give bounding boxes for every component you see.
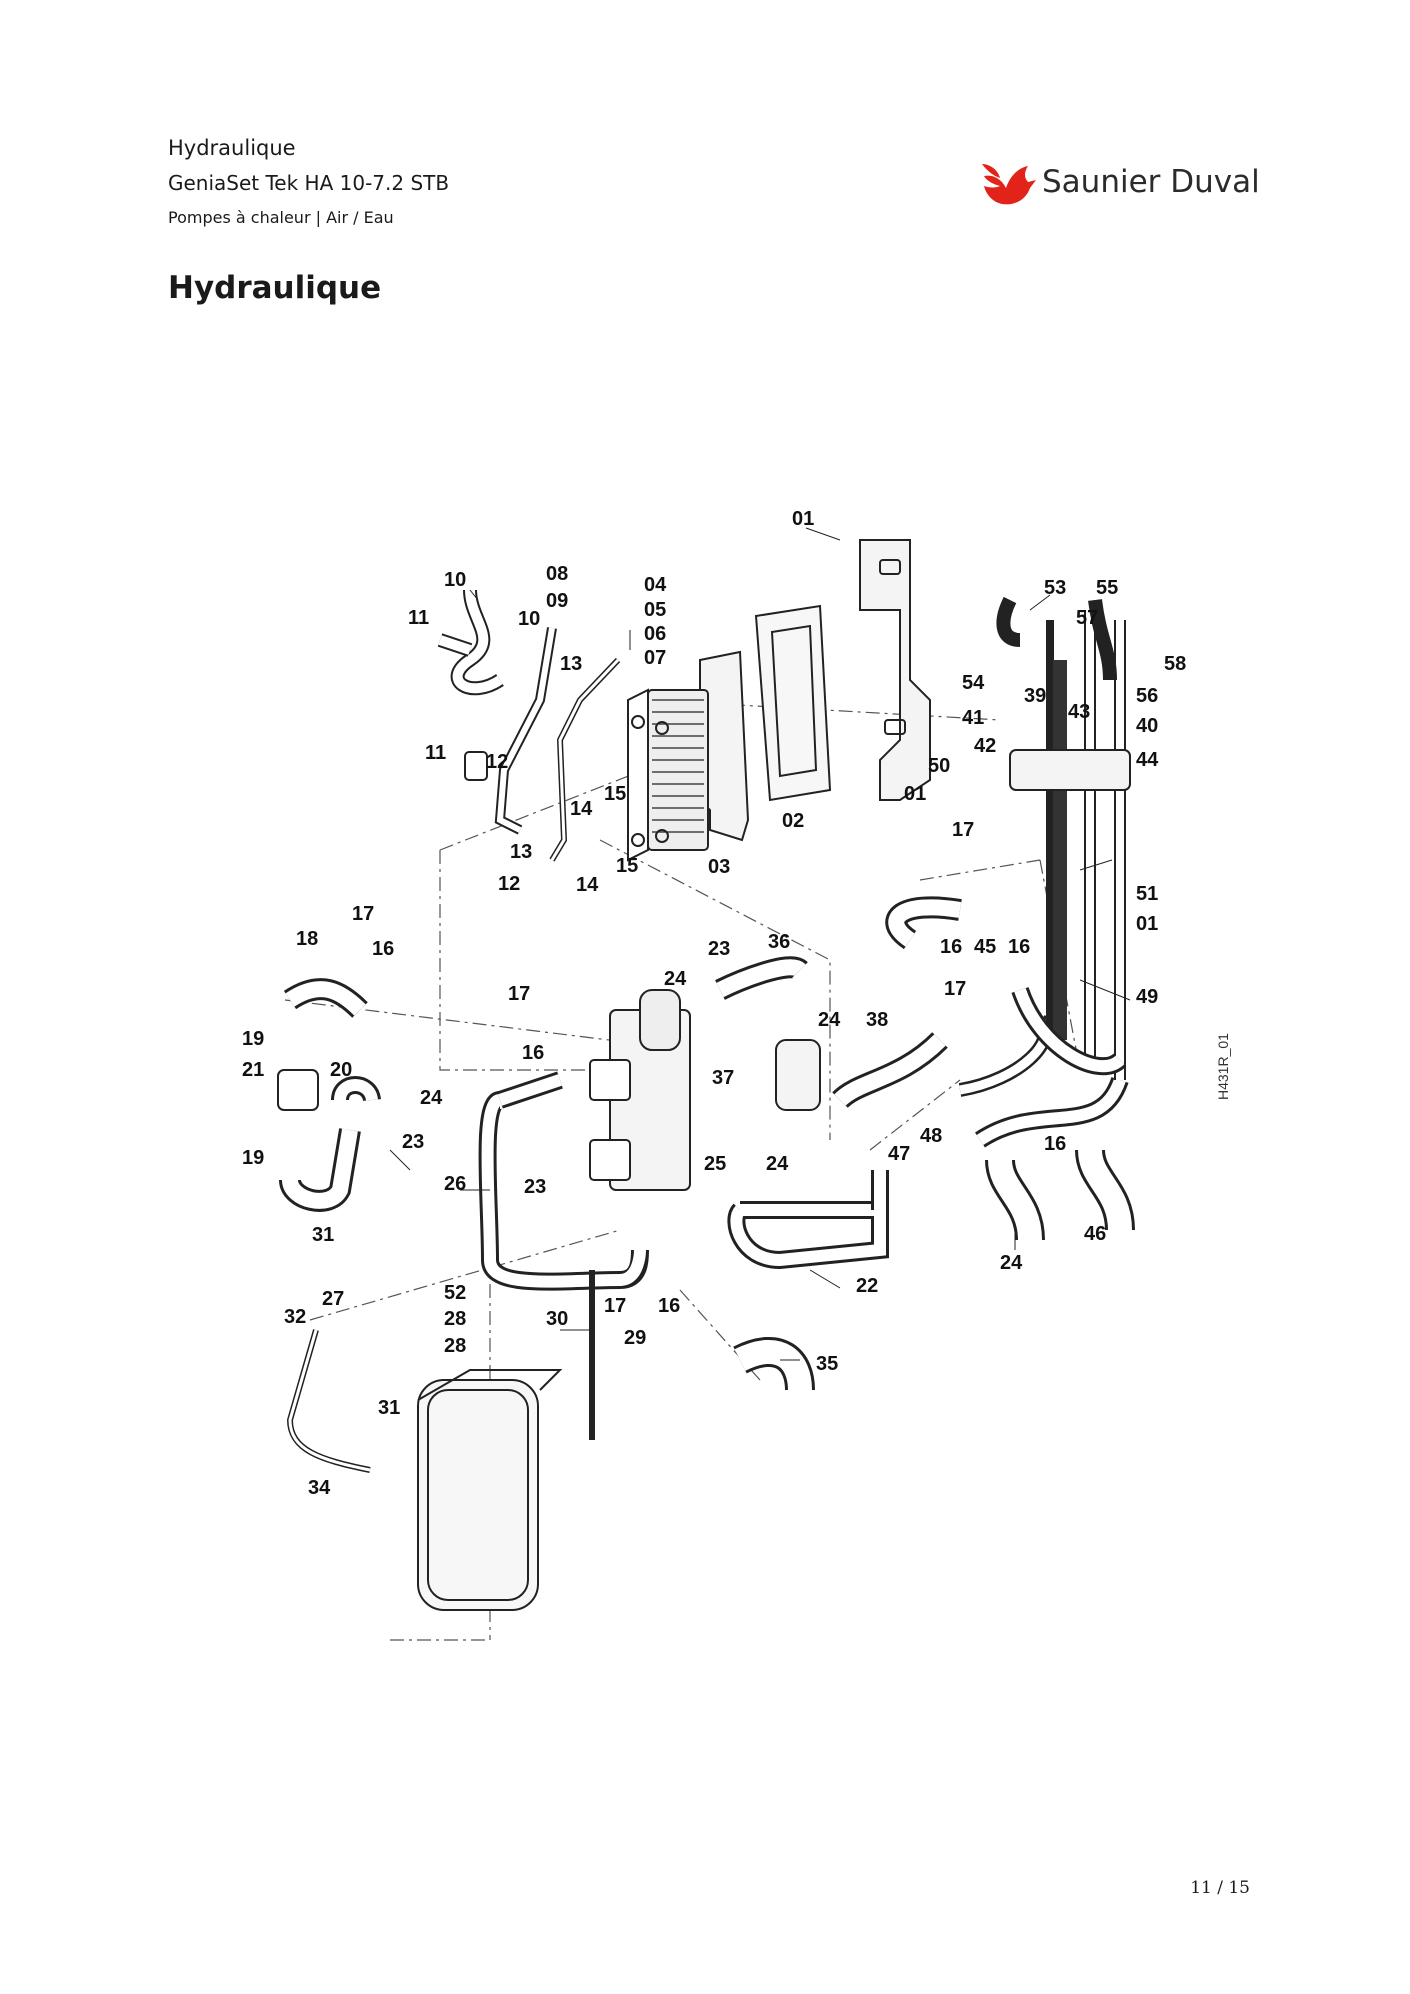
callout-label: 15 bbox=[604, 783, 626, 805]
callout-label: 45 bbox=[974, 936, 996, 958]
callout-label: 54 bbox=[962, 672, 985, 694]
callout-label: 30 bbox=[546, 1308, 568, 1330]
callout-label: 53 bbox=[1044, 577, 1066, 599]
callout-label: 24 bbox=[1000, 1252, 1023, 1274]
callout-label: 34 bbox=[308, 1477, 331, 1499]
callout-label: 23 bbox=[402, 1131, 424, 1153]
brand-name: Saunier Duval bbox=[1042, 164, 1260, 200]
callout-label: 15 bbox=[616, 855, 638, 877]
drawing-reference: H431R_01 bbox=[1215, 1033, 1231, 1100]
callout-label: 06 bbox=[644, 623, 666, 645]
callout-label: 11 bbox=[425, 742, 446, 764]
callout-label: 16 bbox=[1044, 1133, 1066, 1155]
callout-label: 11 bbox=[408, 607, 429, 629]
callout-label: 49 bbox=[1136, 986, 1158, 1008]
callout-label: 16 bbox=[522, 1042, 544, 1064]
callout-label: 31 bbox=[378, 1397, 400, 1419]
callout-label: 55 bbox=[1096, 577, 1118, 599]
header-category: Pompes à chaleur | Air / Eau bbox=[168, 208, 394, 227]
callout-label: 23 bbox=[524, 1176, 546, 1198]
callout-label: 10 bbox=[518, 608, 540, 630]
callout-label: 21 bbox=[242, 1059, 264, 1081]
callout-label: 58 bbox=[1164, 653, 1186, 675]
callout-label: 29 bbox=[624, 1327, 646, 1349]
callout-label: 14 bbox=[570, 798, 593, 820]
callout-label: 35 bbox=[816, 1353, 838, 1375]
callout-label: 28 bbox=[444, 1335, 466, 1357]
callout-label: 23 bbox=[708, 938, 730, 960]
callout-label: 38 bbox=[866, 1009, 888, 1031]
callout-label: 31 bbox=[312, 1224, 334, 1246]
callout-label: 27 bbox=[322, 1288, 344, 1310]
callout-label: 01 bbox=[1136, 913, 1158, 935]
callout-label: 24 bbox=[420, 1087, 443, 1109]
callout-label: 12 bbox=[498, 873, 520, 895]
callout-label: 19 bbox=[242, 1147, 264, 1169]
callout-label: 03 bbox=[708, 856, 730, 878]
callout-label: 17 bbox=[508, 983, 530, 1005]
callout-label: 01 bbox=[904, 783, 926, 805]
callout-label: 41 bbox=[962, 707, 984, 729]
callout-label: 37 bbox=[712, 1067, 734, 1089]
callout-label: 39 bbox=[1024, 685, 1046, 707]
callout-label: 28 bbox=[444, 1308, 466, 1330]
callout-label: 10 bbox=[444, 569, 466, 591]
callout-label: 48 bbox=[920, 1125, 942, 1147]
callout-label: 16 bbox=[372, 938, 394, 960]
callout-label: 05 bbox=[644, 599, 666, 621]
callout-label: 12 bbox=[486, 751, 508, 773]
callout-label: 20 bbox=[330, 1059, 352, 1081]
callout-label: 36 bbox=[768, 931, 790, 953]
callout-label: 17 bbox=[352, 903, 374, 925]
callout-label: 26 bbox=[444, 1173, 466, 1195]
callout-label: 09 bbox=[546, 590, 568, 612]
callout-label: 32 bbox=[284, 1306, 306, 1328]
callout-label: 17 bbox=[952, 819, 974, 841]
header-product: GeniaSet Tek HA 10-7.2 STB bbox=[168, 171, 450, 195]
callout-label: 16 bbox=[658, 1295, 680, 1317]
callout-label: 43 bbox=[1068, 701, 1090, 723]
callout-label: 42 bbox=[974, 735, 996, 757]
callout-label: 56 bbox=[1136, 685, 1158, 707]
page-number: 11 / 15 bbox=[1190, 1878, 1250, 1898]
callout-label: 40 bbox=[1136, 715, 1158, 737]
callout-label: 04 bbox=[644, 574, 667, 596]
callout-label: 47 bbox=[888, 1143, 910, 1165]
callout-label: 16 bbox=[1008, 936, 1030, 958]
callout-label: 22 bbox=[856, 1275, 878, 1297]
callout-label: 08 bbox=[546, 563, 568, 585]
callout-label: 19 bbox=[242, 1028, 264, 1050]
callout-label: 13 bbox=[510, 841, 532, 863]
callout-label: 24 bbox=[664, 968, 687, 990]
callout-label: 25 bbox=[704, 1153, 726, 1175]
header-section: Hydraulique bbox=[168, 136, 296, 160]
callout-label: 57 bbox=[1076, 607, 1098, 629]
callout-label: 50 bbox=[928, 755, 950, 777]
callout-label: 24 bbox=[766, 1153, 789, 1175]
brand-logo: Saunier Duval bbox=[980, 158, 1260, 208]
bird-logo-icon bbox=[982, 164, 1036, 205]
callout-label: 13 bbox=[560, 653, 582, 675]
callout-label: 44 bbox=[1136, 749, 1159, 771]
page-title: Hydraulique bbox=[168, 270, 382, 306]
callout-label: 07 bbox=[644, 647, 666, 669]
callout-label: 14 bbox=[576, 874, 599, 896]
callout-label: 01 bbox=[792, 508, 814, 530]
callout-label: 17 bbox=[604, 1295, 626, 1317]
callout-label: 18 bbox=[296, 928, 318, 950]
callout-label: 24 bbox=[818, 1009, 841, 1031]
callout-label: 51 bbox=[1136, 883, 1158, 905]
callout-label: 46 bbox=[1084, 1223, 1106, 1245]
callout-label: 02 bbox=[782, 810, 804, 832]
callout-label: 52 bbox=[444, 1282, 466, 1304]
callout-label: 17 bbox=[944, 978, 966, 1000]
callout-label: 16 bbox=[940, 936, 962, 958]
